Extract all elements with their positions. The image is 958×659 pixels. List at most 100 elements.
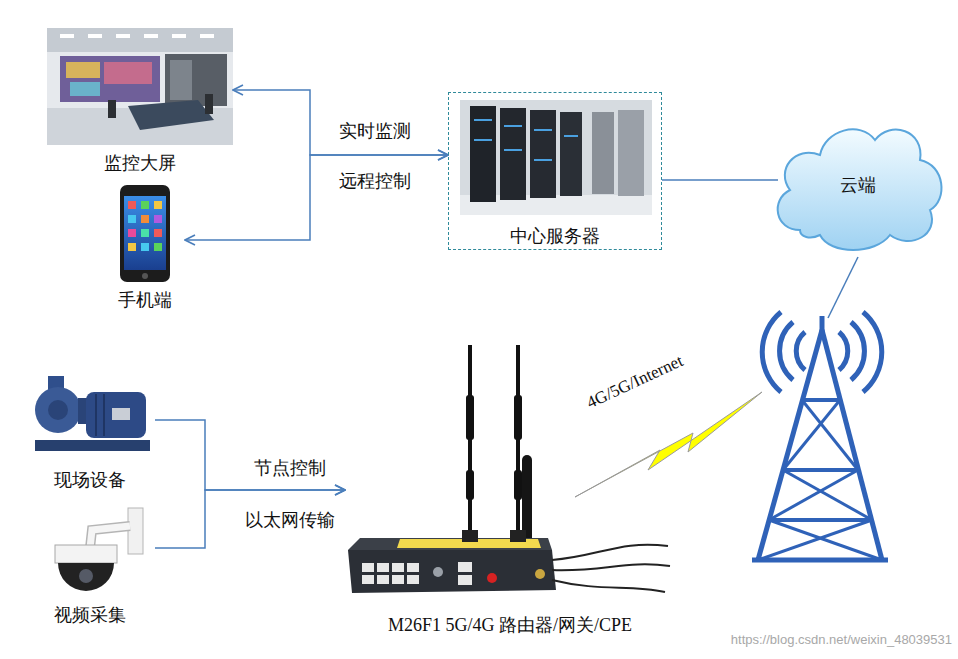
cell-tower (758, 520, 872, 560)
phone-picture (124, 196, 166, 270)
pump-picture (112, 408, 130, 420)
control-room-photo (60, 34, 74, 38)
router-picture (514, 470, 522, 500)
pump-picture (48, 400, 68, 420)
server-room-photo (530, 110, 556, 198)
server-room-photo (534, 129, 552, 131)
control-room-photo (60, 56, 160, 102)
router-picture (458, 562, 472, 572)
watermark: https://blog.csdn.net/weixin_48039531 (731, 632, 952, 647)
router-picture (487, 573, 497, 583)
camera-picture (58, 563, 114, 591)
control-room-photo (47, 28, 233, 52)
router-picture (362, 563, 374, 572)
phone-picture (128, 215, 136, 223)
pump-picture (35, 440, 150, 451)
router-picture (466, 470, 474, 500)
server-room-photo (534, 159, 552, 161)
device-node: 现场设备 (25, 372, 155, 495)
cell-tower (752, 558, 888, 563)
control-room-photo (88, 34, 102, 38)
phone-picture (154, 215, 162, 223)
server-room-photo (564, 135, 578, 137)
router-picture (433, 567, 443, 577)
node-caption: 视频采集 (54, 604, 126, 626)
server-room-photo (560, 112, 582, 196)
cell-tower (783, 470, 872, 520)
server-room-photo (504, 125, 522, 127)
control-room-photo (128, 100, 214, 130)
cell-tower (758, 330, 822, 560)
server-room-photo (500, 108, 526, 200)
connector (233, 90, 448, 155)
cloud-node: 云端 (770, 115, 945, 255)
cell-tower (762, 312, 781, 392)
camera-picture (79, 569, 93, 583)
node-caption: 中心服务器 (510, 225, 600, 247)
router-picture (348, 550, 556, 593)
control-room-photo (144, 34, 158, 38)
node-caption: 现场设备 (54, 469, 126, 491)
cell-tower (839, 332, 848, 370)
connector (155, 420, 345, 490)
phone-picture (141, 243, 149, 251)
cell-tower (769, 470, 858, 520)
cell-tower (820, 316, 825, 334)
edge-label: 实时监测 (336, 120, 414, 142)
cell-tower (752, 312, 888, 560)
pump-picture (95, 394, 97, 436)
control-room-photo (170, 60, 192, 100)
router-picture (514, 395, 522, 440)
edge-label: 节点控制 (251, 457, 329, 479)
phone-picture (128, 229, 136, 237)
node-caption: M26F1 5G/4G 路由器/网关/CPE (388, 614, 632, 636)
router-picture (362, 575, 374, 584)
cell-tower (851, 322, 864, 380)
pump-picture (103, 394, 105, 436)
server-room-photo (460, 100, 652, 215)
phone-picture (120, 185, 170, 282)
cell-tower (796, 332, 805, 370)
phone-picture (120, 185, 170, 282)
phone-picture (128, 201, 136, 209)
router-picture (535, 569, 545, 579)
phone-picture (141, 201, 149, 209)
edge-label: 远程控制 (336, 170, 414, 192)
control-room-photo (116, 34, 130, 38)
pump-picture (35, 376, 150, 451)
control-room-photo (200, 34, 214, 38)
router-picture (392, 563, 404, 572)
router-picture (468, 345, 472, 540)
phone-picture (128, 243, 136, 251)
node-caption: 监控大屏 (104, 152, 176, 174)
cell-tower (780, 322, 793, 380)
server-room-photo (460, 100, 652, 215)
cell-tower (802, 398, 840, 402)
router-picture (552, 580, 665, 592)
router-picture (462, 530, 478, 542)
cell-tower (863, 312, 882, 392)
connector (185, 155, 448, 240)
server-room-photo (474, 139, 492, 141)
control-room-photo (165, 54, 227, 106)
camera-picture (55, 545, 117, 563)
control-room-photo (47, 28, 233, 145)
control-room-photo (104, 62, 152, 84)
server-room-photo (592, 112, 614, 194)
network-label: 4G/5G/Internet (584, 351, 687, 413)
pump-picture (35, 387, 81, 433)
phone-picture (142, 273, 148, 279)
router-picture (377, 575, 389, 584)
control-room-photo (108, 100, 116, 118)
control-room-photo (47, 28, 233, 145)
server-room-photo (618, 110, 644, 196)
node-caption: 云端 (840, 174, 876, 196)
connector (155, 490, 345, 548)
screen-node: 监控大屏 (47, 28, 233, 178)
router-picture (516, 345, 520, 540)
phone-picture (141, 229, 149, 237)
control-room-photo (205, 94, 213, 114)
cell-tower (783, 400, 840, 470)
pump-picture (86, 392, 146, 438)
